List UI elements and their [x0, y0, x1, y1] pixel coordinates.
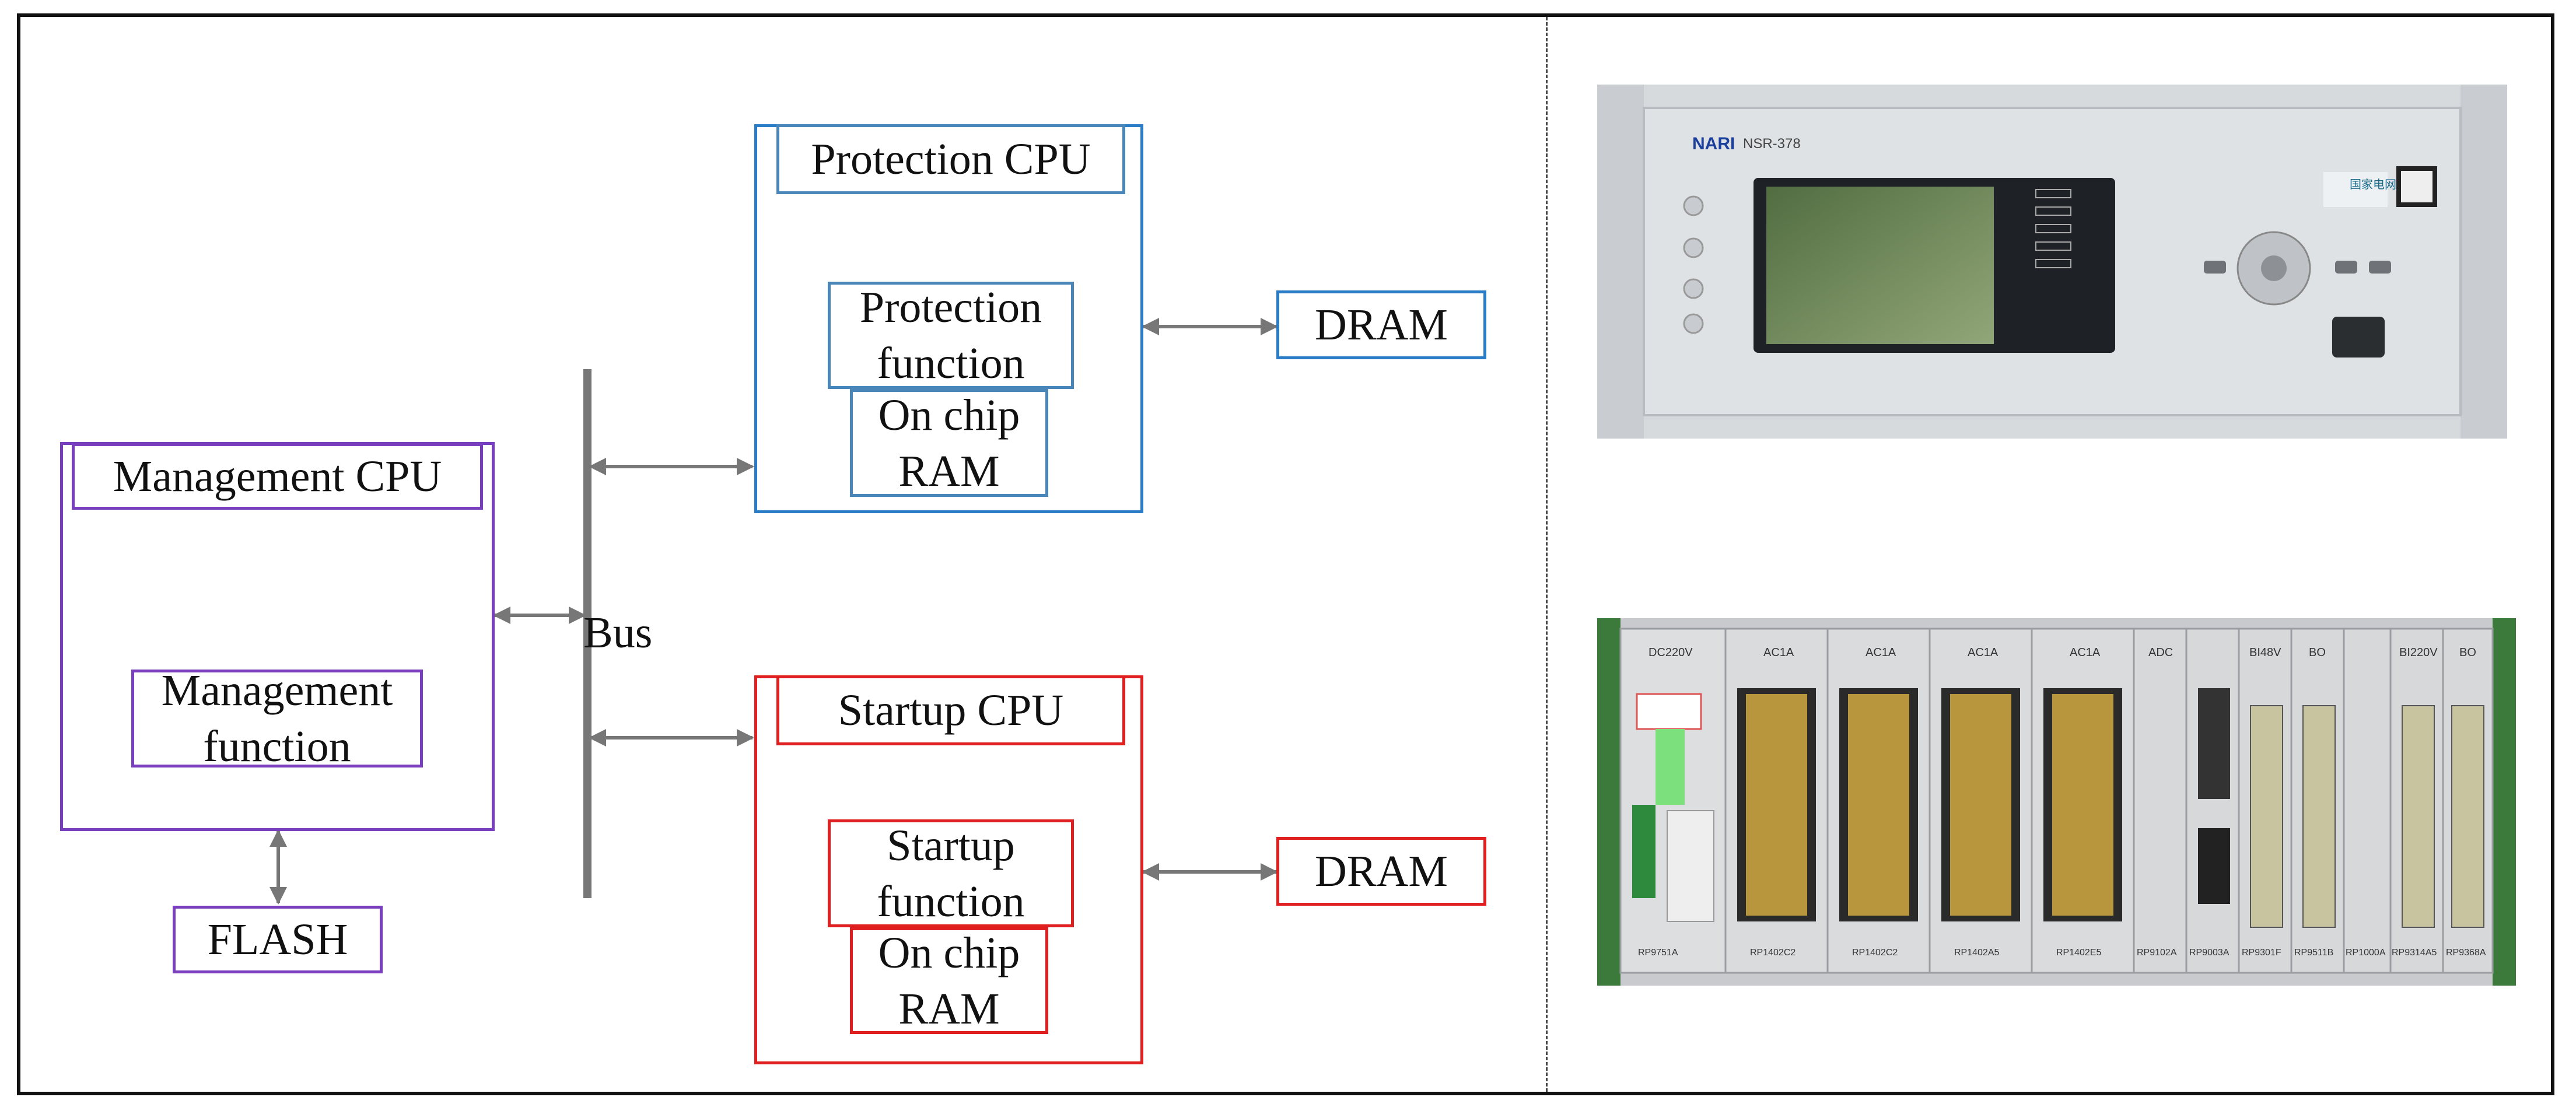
rear-bottom-label-4: RP1402A5 [1954, 948, 2000, 958]
rear-module-bottom-labels: RP9751A RP1402C2 RP1402C2 RP1402A5 RP140… [1597, 948, 2516, 965]
rear-panel-illustration [1597, 618, 2516, 986]
startup-ram-line1: On chip [878, 928, 1020, 977]
management-cpu-label: Management CPU [72, 443, 483, 510]
rear-top-label-11: BI220V [2399, 646, 2438, 659]
management-function-line1: Management [161, 666, 393, 715]
protection-function-line1: Protection [859, 283, 1042, 332]
panel-divider [1546, 17, 1548, 1092]
startup-cpu-label: Startup CPU [776, 675, 1125, 745]
rear-top-label-9: BO [2309, 646, 2326, 659]
rear-bottom-label-10: RP1000A [2346, 948, 2386, 958]
startup-onchip-ram-box: On chip RAM [850, 927, 1048, 1034]
rear-top-label-1: DC220V [1648, 646, 1693, 659]
rear-bottom-label-6: RP9102A [2137, 948, 2177, 958]
protection-onchip-ram-box: On chip RAM [850, 389, 1048, 497]
protection-function-box: Protection function [828, 282, 1074, 389]
startup-dram-box: DRAM [1276, 837, 1486, 906]
rear-top-label-3: AC1A [1866, 646, 1896, 659]
rear-bottom-label-8: RP9301F [2242, 948, 2281, 958]
rear-top-label-8: BI48V [2249, 646, 2281, 659]
protection-ram-line2: RAM [898, 446, 1000, 496]
startup-ram-line2: RAM [898, 984, 1000, 1033]
rear-top-label-12: BO [2459, 646, 2476, 659]
rear-top-label-6: ADC [2148, 646, 2174, 659]
management-function-box: Management function [131, 666, 423, 771]
protection-ram-line1: On chip [878, 390, 1020, 440]
front-panel-illustration [1597, 85, 2507, 439]
front-panel-photo: NARI NSR-378 国家电网 [1597, 85, 2507, 439]
front-panel-model: NSR-378 [1743, 136, 1801, 152]
startup-function-box: Startup function [828, 819, 1074, 927]
protection-dram-box: DRAM [1276, 290, 1486, 359]
rear-module-top-labels: DC220V AC1A AC1A AC1A AC1A ADC BI48V BO … [1597, 646, 2516, 664]
rear-top-label-4: AC1A [1968, 646, 1999, 659]
startup-function-line2: function [877, 877, 1025, 926]
rear-bottom-label-5: RP1402E5 [2056, 948, 2102, 958]
rear-bottom-label-7: RP9003A [2189, 948, 2230, 958]
rear-bottom-label-11: RP9314A5 [2392, 948, 2437, 958]
management-function-line2: function [203, 722, 351, 771]
rear-bottom-label-9: RP9511B [2294, 948, 2334, 958]
rear-bottom-label-3: RP1402C2 [1852, 948, 1898, 958]
startup-function-line1: Startup [887, 821, 1015, 870]
front-panel-brand: NARI [1692, 134, 1735, 153]
rear-bottom-label-12: RP9368A [2446, 948, 2486, 958]
protection-function-line2: function [877, 339, 1025, 388]
rear-bottom-label-2: RP1402C2 [1750, 948, 1796, 958]
protection-cpu-label: Protection CPU [776, 124, 1125, 194]
bus-label: Bus [583, 608, 653, 657]
flash-box: FLASH [173, 906, 383, 973]
rear-panel-photo: DC220V AC1A AC1A AC1A AC1A ADC BI48V BO … [1597, 618, 2516, 986]
rear-top-label-5: AC1A [2070, 646, 2101, 659]
front-panel-logo-text: 国家电网 [2350, 178, 2396, 191]
rear-bottom-label-1: RP9751A [1638, 948, 1678, 958]
rear-top-label-2: AC1A [1763, 646, 1794, 659]
figure-frame [17, 13, 2554, 1095]
